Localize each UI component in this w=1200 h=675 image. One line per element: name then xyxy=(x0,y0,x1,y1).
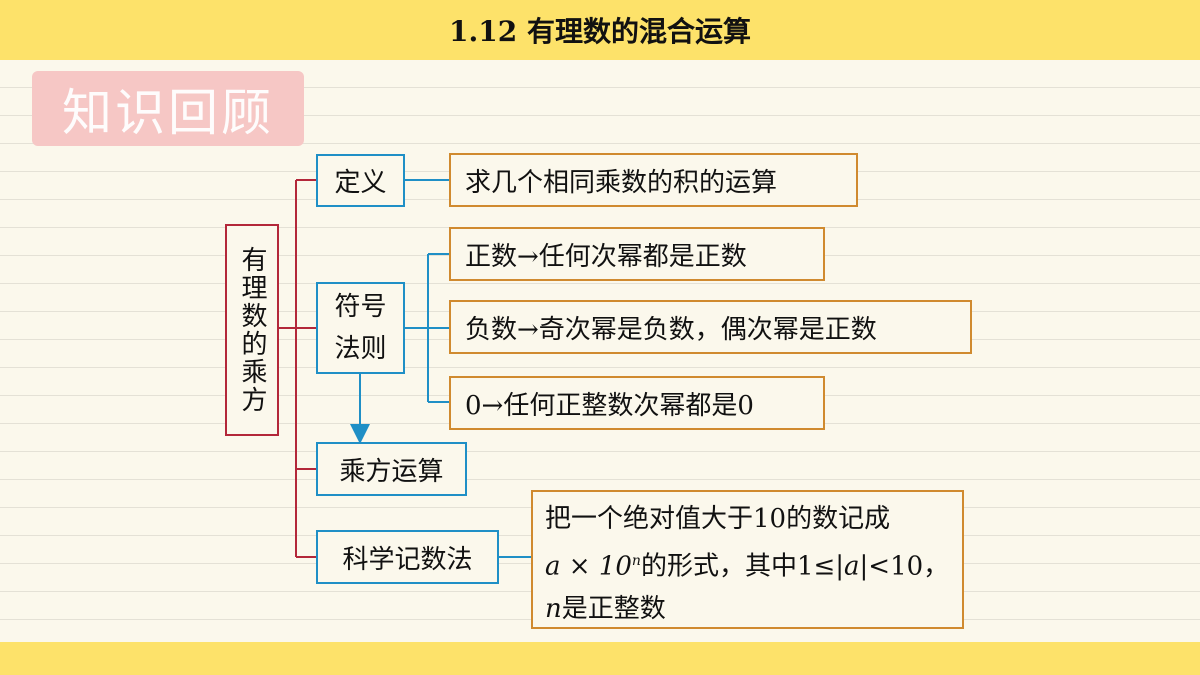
scientific-line-1: 把一个绝对值大于10的数记成 xyxy=(545,504,891,534)
sign-rule-node: 符号 法则 xyxy=(316,282,405,374)
var-a: a xyxy=(844,551,860,582)
scientific-label: 科学记数法 xyxy=(342,544,473,575)
rule-negative: 负数→奇次幂是负数，偶次幂是正数 xyxy=(449,300,972,354)
definition-label: 定义 xyxy=(334,168,387,198)
review-badge-label: 知识回顾 xyxy=(62,83,274,142)
var-a-prefix: a × 10 xyxy=(545,551,632,582)
definition-node: 定义 xyxy=(316,154,405,207)
footer-bar xyxy=(0,642,1200,675)
rule-positive-text: 正数→任何次幂都是正数 xyxy=(465,241,747,272)
operation-label: 乘方运算 xyxy=(339,456,444,487)
scientific-node: 科学记数法 xyxy=(316,530,499,584)
scientific-line-3-suffix: 是正整数 xyxy=(561,593,666,624)
root-node: 有理数的乘方 xyxy=(225,224,279,436)
rule-zero: 0→任何正整数次幂都是0 xyxy=(449,376,825,430)
rule-positive: 正数→任何次幂都是正数 xyxy=(449,227,825,281)
definition-text: 求几个相同乘数的积的运算 xyxy=(465,167,778,198)
header-bar: 1.12 有理数的混合运算 xyxy=(0,0,1200,60)
operation-node: 乘方运算 xyxy=(316,442,467,496)
sign-rule-label-line1: 符号 xyxy=(334,292,387,322)
page-title: 1.12 有理数的混合运算 xyxy=(449,15,751,48)
definition-content: 求几个相同乘数的积的运算 xyxy=(449,153,858,207)
scientific-line-2-suffix: |<10， xyxy=(859,551,950,582)
review-badge: 知识回顾 xyxy=(32,71,304,146)
sign-rule-label-line2: 法则 xyxy=(334,334,387,364)
rule-negative-text: 负数→奇次幂是负数，偶次幂是正数 xyxy=(465,314,877,345)
scientific-content: 把一个绝对值大于10的数记成 a × 10n的形式，其中1≤|a|<10， n是… xyxy=(531,490,964,629)
root-label: 有理数的乘方 xyxy=(237,246,267,414)
var-n: n xyxy=(545,593,562,624)
scientific-line-2: a × 10n的形式，其中1≤|a|<10， xyxy=(545,540,962,588)
scientific-line-2-mid: 的形式，其中1≤| xyxy=(640,551,845,582)
rule-zero-text: 0→任何正整数次幂都是0 xyxy=(465,390,754,421)
scientific-line-3: n是正整数 xyxy=(545,588,962,630)
exponent-n: n xyxy=(631,553,641,569)
